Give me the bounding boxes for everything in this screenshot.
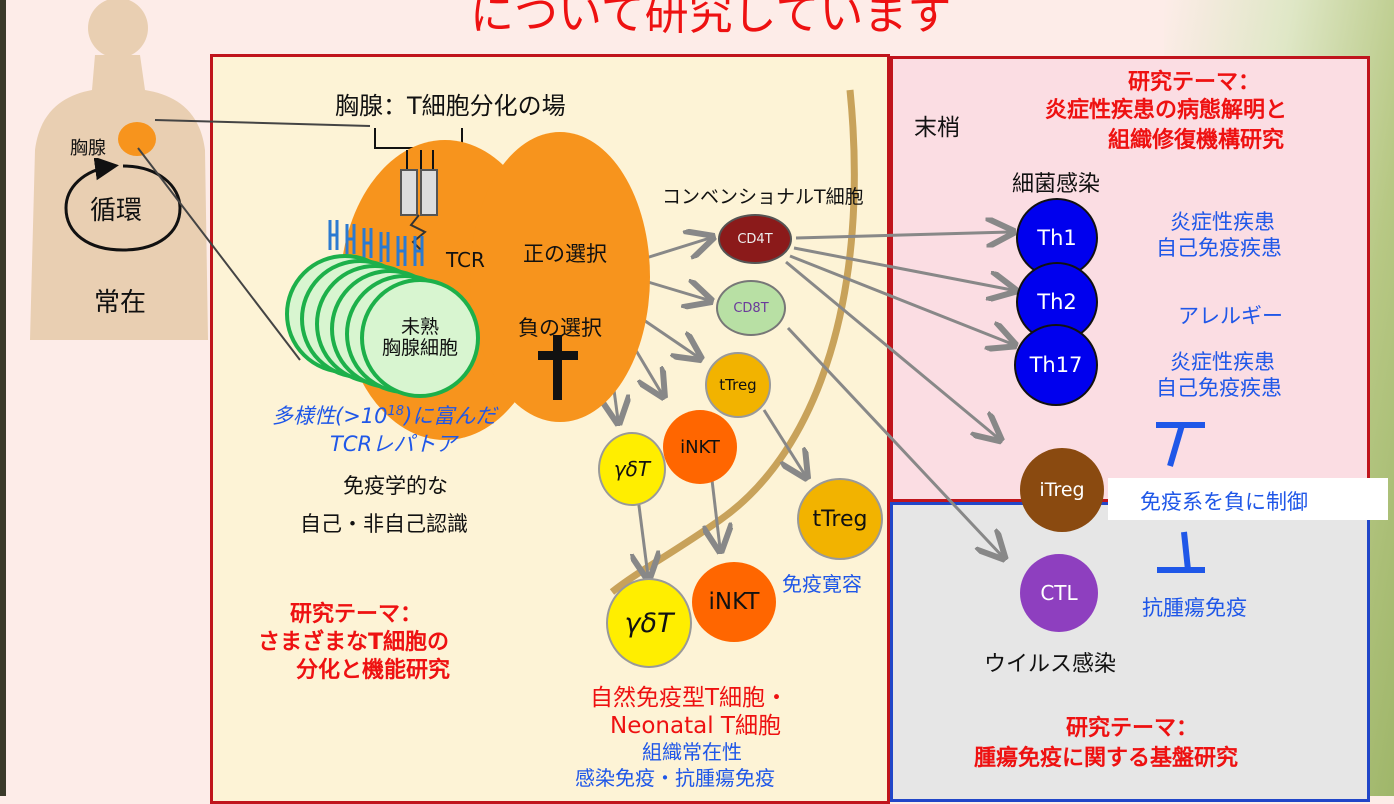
immature-thymocyte-label: 未熟 胸腺細胞	[381, 316, 458, 359]
circulation-loop-icon	[64, 158, 182, 252]
disease1-line2: 自己免疫疾患	[1156, 236, 1282, 260]
itreg-cell: iTreg	[1020, 448, 1104, 532]
inkt-cell-small: iNKT	[663, 410, 737, 484]
thymus-theme-line2: 分化と機能研究	[296, 658, 451, 683]
human-body-silhouette	[0, 0, 208, 796]
periphery-theme-line1: 炎症性疾患の病態解明と	[1045, 98, 1288, 123]
tissue-resident-line2: 感染免疫・抗腫瘍免疫	[575, 766, 775, 790]
ttreg-cell-large: tTreg	[797, 478, 883, 560]
tcr-label: TCR	[446, 248, 485, 272]
gdt-cell-small: γδT	[598, 432, 666, 506]
immature-thymocyte: 未熟 胸腺細胞	[360, 278, 480, 398]
cross-icon	[538, 335, 578, 400]
self-nonself-line1: 免疫学的な	[343, 474, 448, 498]
positive-selection-label: 正の選択	[523, 242, 607, 266]
tumor-immunity-panel	[890, 502, 1370, 802]
periphery-label: 末梢	[914, 115, 960, 141]
th17-cell: Th17	[1014, 324, 1098, 406]
viral-infection-label: ウイルス感染	[984, 652, 1117, 677]
self-nonself-line2: 自己・非自己認識	[300, 512, 468, 536]
page-title: について研究しています	[470, 0, 952, 40]
disease1-line1: 炎症性疾患	[1170, 210, 1275, 234]
tumor-theme-title: 研究テーマ：	[1066, 716, 1199, 741]
tcr-repertoire-line2: TCRレパトア	[330, 432, 457, 456]
inkt-cell-large: iNKT	[692, 562, 776, 642]
antitumor-label: 抗腫瘍免疫	[1142, 596, 1247, 620]
resident-label: 常在	[94, 288, 147, 318]
ttreg-cell-small: tTreg	[705, 352, 771, 418]
disease2-line2: 自己免疫疾患	[1156, 376, 1282, 400]
thymus-organ	[118, 122, 156, 156]
cd4t-cell: CD4T	[718, 214, 792, 264]
thymus-theme-title: 研究テーマ：	[290, 602, 423, 627]
ctl-cell: CTL	[1020, 554, 1098, 632]
periphery-theme-line2: 組織修復機構研究	[1108, 128, 1285, 153]
thymus-label: 胸腺	[70, 138, 106, 159]
tcr-repertoire-line1: 多様性(>1018)に富んだ	[272, 404, 497, 428]
periphery-theme-title: 研究テーマ：	[1128, 70, 1261, 95]
innate-t-line2: Neonatal T細胞	[610, 713, 781, 739]
tolerance-label: 免疫寛容	[782, 572, 862, 596]
thymus-theme-line1: さまざまなT細胞の	[258, 630, 450, 655]
tumor-theme-line1: 腫瘍免疫に関する基盤研究	[974, 746, 1239, 771]
gdt-cell-large: γδT	[606, 578, 692, 668]
thymus-heading: 胸腺：T細胞分化の場	[335, 92, 566, 120]
circulation-label: 循環	[90, 196, 143, 226]
disease2-line1: 炎症性疾患	[1170, 350, 1275, 374]
negative-control-box	[1108, 478, 1388, 520]
tissue-resident-line1: 組織常在性	[642, 740, 742, 764]
innate-t-line1: 自然免疫型T細胞・	[590, 685, 789, 711]
negative-selection-label: 負の選択	[518, 316, 602, 340]
negative-control-label: 免疫系を負に制御	[1140, 490, 1308, 514]
bacterial-infection-label: 細菌感染	[1012, 172, 1101, 197]
cd8t-cell: CD8T	[716, 280, 786, 336]
allergy-label: アレルギー	[1178, 304, 1283, 328]
conventional-t-label: コンベンショナルT細胞	[662, 186, 864, 208]
tcr-comb-icon	[328, 220, 424, 266]
